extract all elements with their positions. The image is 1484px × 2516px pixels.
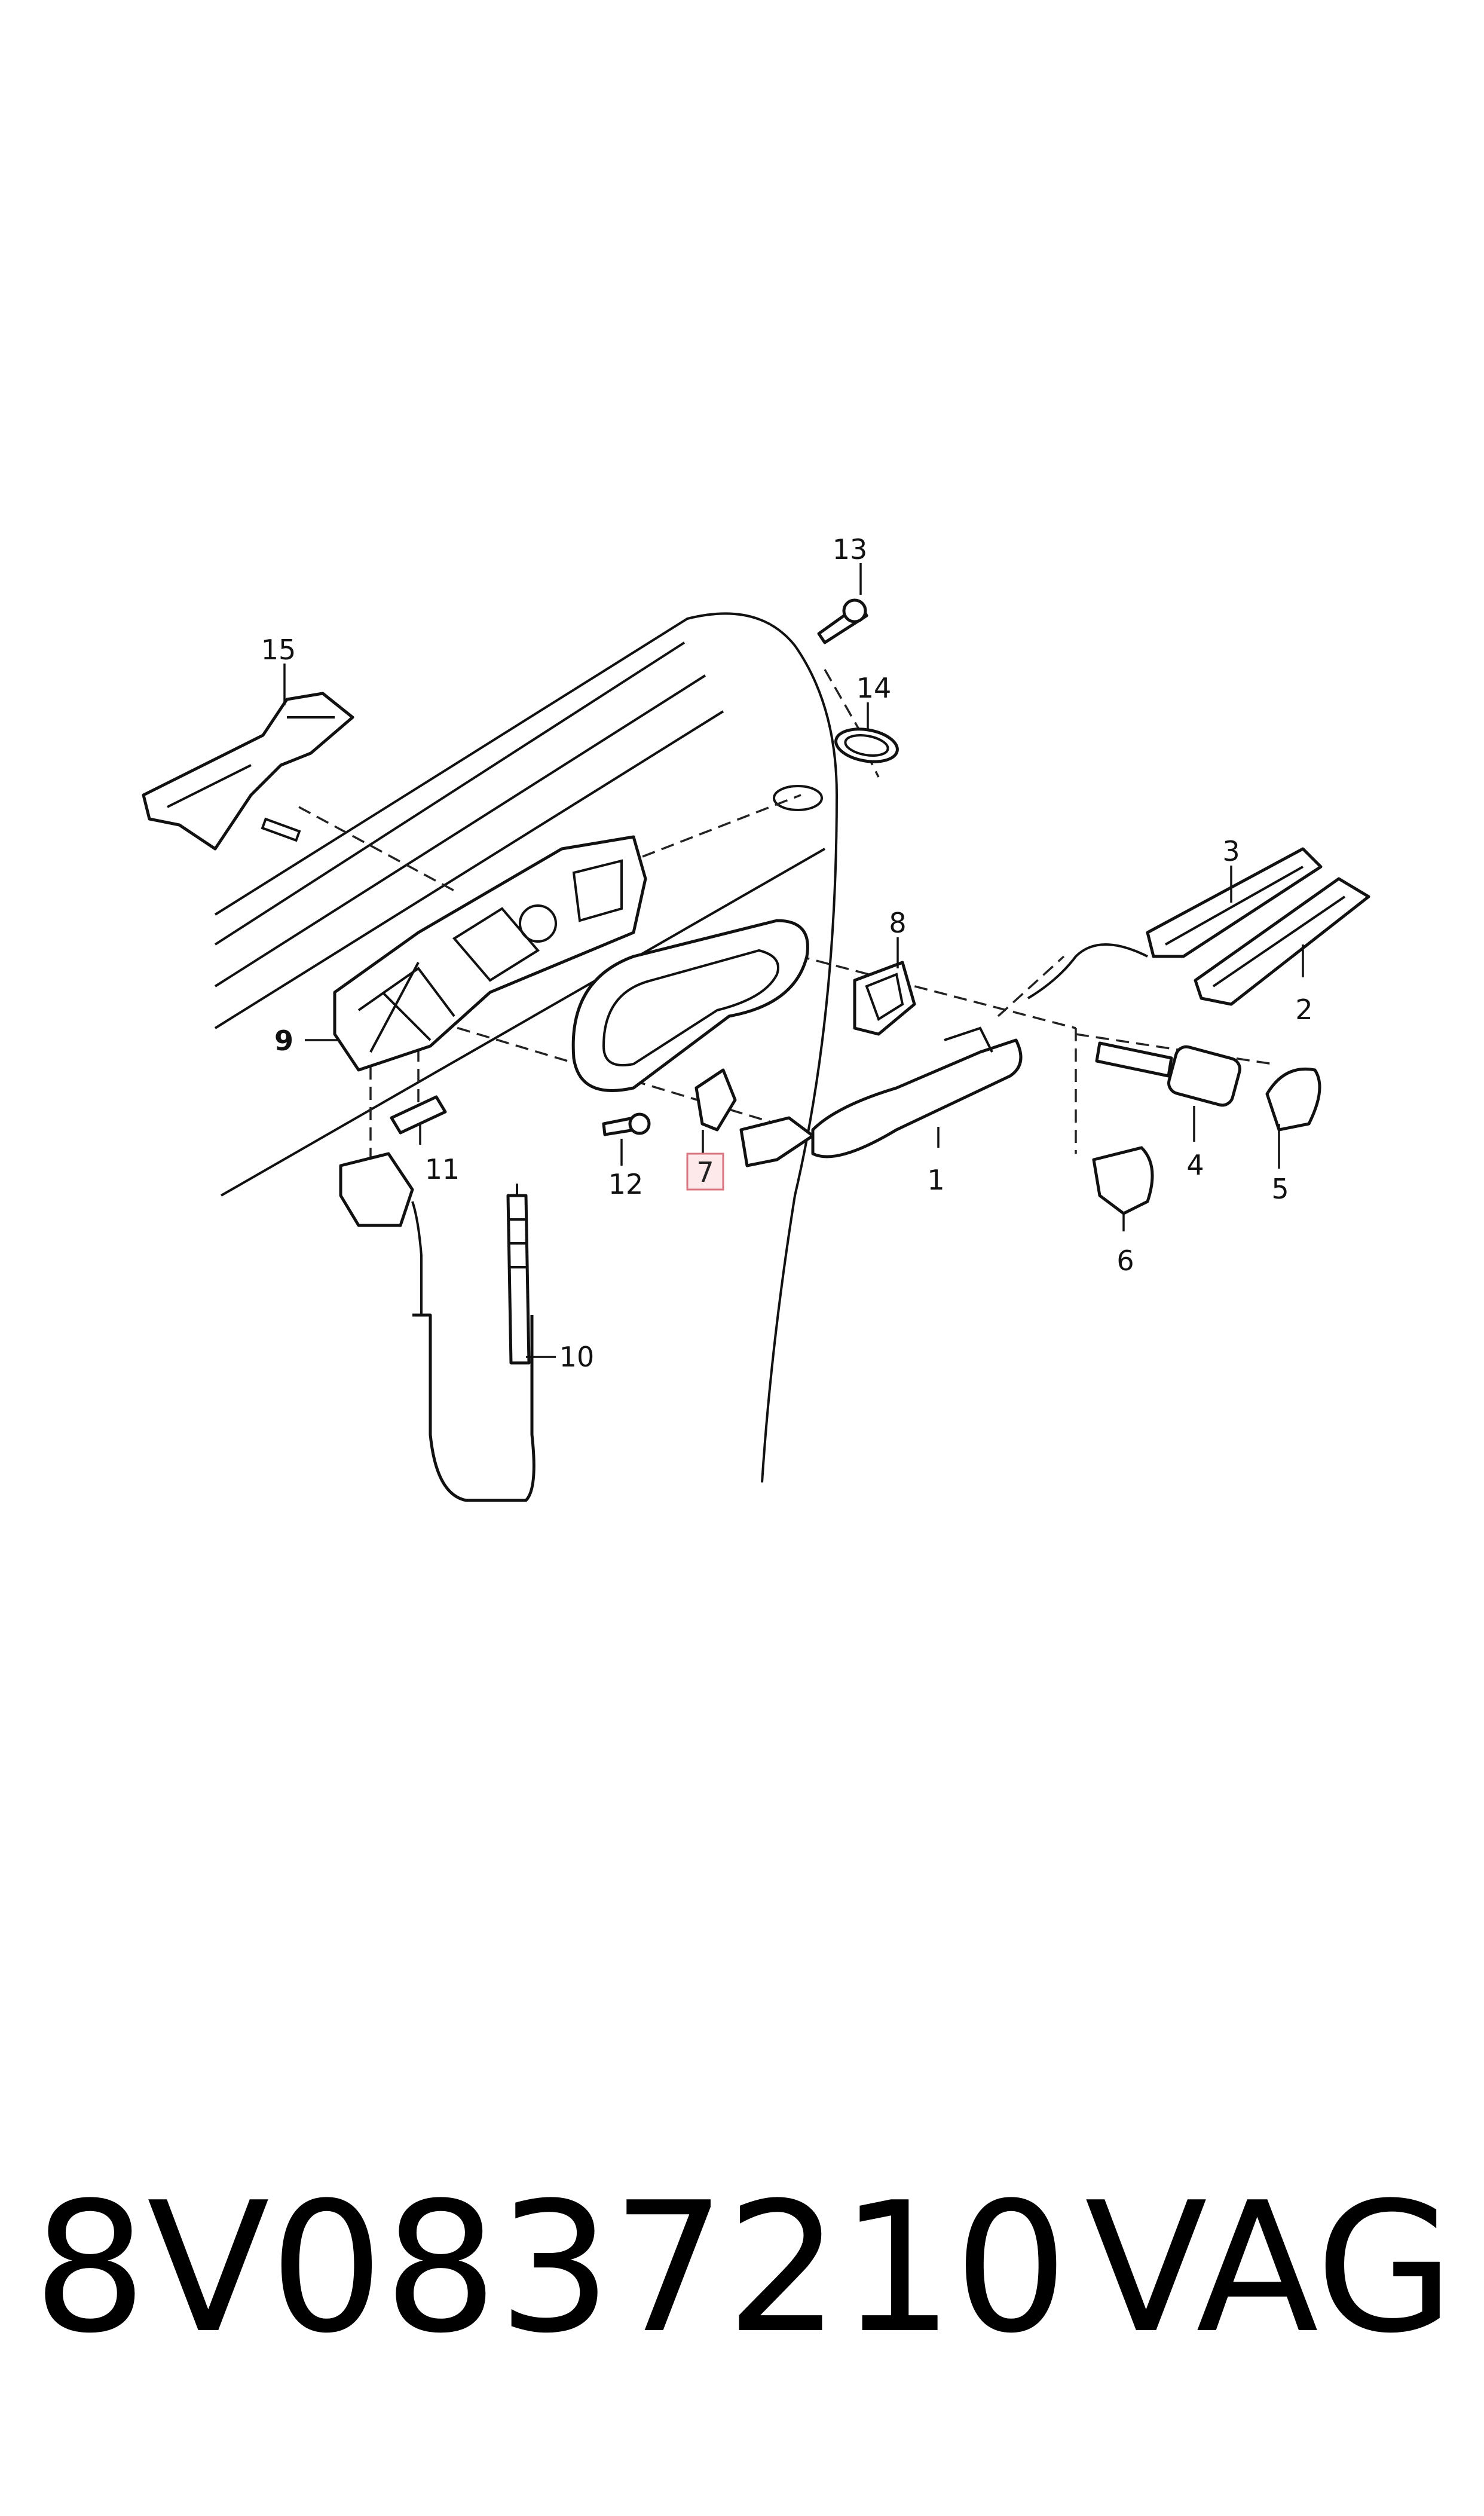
callout-label-6: 6	[1116, 1245, 1134, 1277]
callout-labels: 1 2 3 4 5 6 7 8 9 10 11 12 13 14 15	[261, 533, 1313, 1373]
callout-label-9: 9	[274, 1025, 293, 1057]
callout-7-highlight	[686, 1152, 724, 1191]
callout-label-5: 5	[1271, 1173, 1289, 1205]
callout-label-15: 15	[261, 634, 296, 666]
callout-leaders	[283, 563, 1304, 1358]
part-12-screw	[602, 1112, 651, 1136]
callout-label-8: 8	[889, 907, 906, 939]
sensor-cable	[1027, 943, 1148, 999]
handle-gasket-frame	[571, 919, 809, 1092]
part-8-seal	[853, 961, 916, 1036]
callout-label-1: 1	[927, 1164, 944, 1196]
part-11-clip	[390, 1095, 447, 1135]
callout-label-10: 10	[559, 1341, 595, 1373]
part-4-lock-cylinder	[1095, 1041, 1241, 1107]
part-number: 8V0837210	[33, 2164, 1069, 2373]
door-panel	[214, 612, 839, 1483]
callout-label-3: 3	[1222, 835, 1240, 867]
part-15-cover	[142, 692, 354, 851]
part-9-handle-carrier	[333, 835, 647, 1072]
part-2-cover	[1194, 877, 1370, 1006]
callout-label-4: 4	[1186, 1149, 1204, 1181]
callout-label-13: 13	[833, 533, 868, 565]
part-3-cover	[1146, 847, 1323, 958]
callout-label-14: 14	[856, 672, 892, 704]
part-10-bowden-cable	[339, 1152, 536, 1502]
callout-label-2: 2	[1295, 993, 1312, 1026]
part-13-screw	[817, 598, 868, 644]
part-7-clip	[694, 1068, 737, 1132]
part-14-grommet	[834, 727, 899, 763]
part-1-handle-grip	[739, 1026, 1023, 1167]
callout-label-7: 7	[696, 1156, 714, 1188]
part-5-cap	[1265, 1067, 1321, 1132]
callout-label-11: 11	[425, 1153, 460, 1185]
brand-name: VAG	[1085, 2164, 1455, 2373]
callout-label-12: 12	[608, 1168, 644, 1200]
part-6-cap	[1092, 1146, 1154, 1215]
